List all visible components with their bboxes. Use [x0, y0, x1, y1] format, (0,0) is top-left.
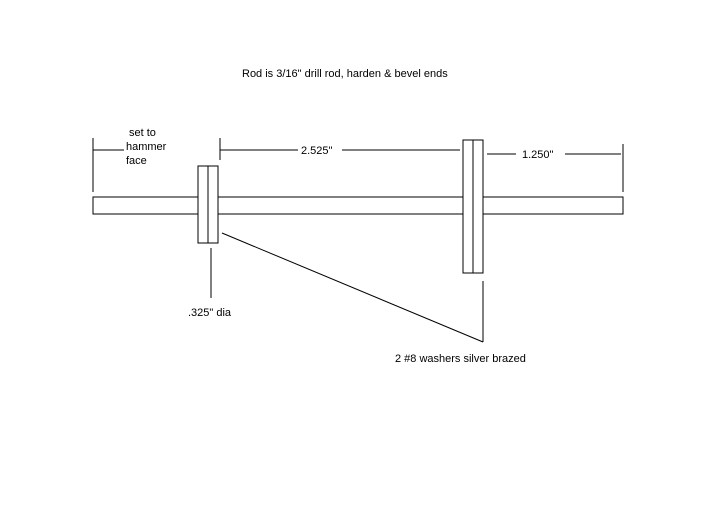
right-washer-inner [472, 139, 484, 274]
dimension-label-middle: 2.525" [301, 145, 333, 157]
set-to-label-line1: set to [129, 127, 156, 139]
washers-label: 2 #8 washers silver brazed [395, 353, 526, 365]
right-washer-outer [462, 139, 474, 274]
left-washer-outer [197, 165, 209, 244]
diameter-label: .325" dia [188, 307, 232, 319]
dimension-label-right: 1.250" [522, 149, 554, 161]
set-to-label-line3: face [126, 155, 147, 167]
left-washer-inner [207, 165, 219, 244]
set-to-label-line2: hammer [126, 141, 167, 153]
washers-leader-left [221, 232, 484, 343]
diagram-title: Rod is 3/16" drill rod, harden & bevel e… [242, 68, 448, 80]
drill-rod [92, 196, 624, 215]
